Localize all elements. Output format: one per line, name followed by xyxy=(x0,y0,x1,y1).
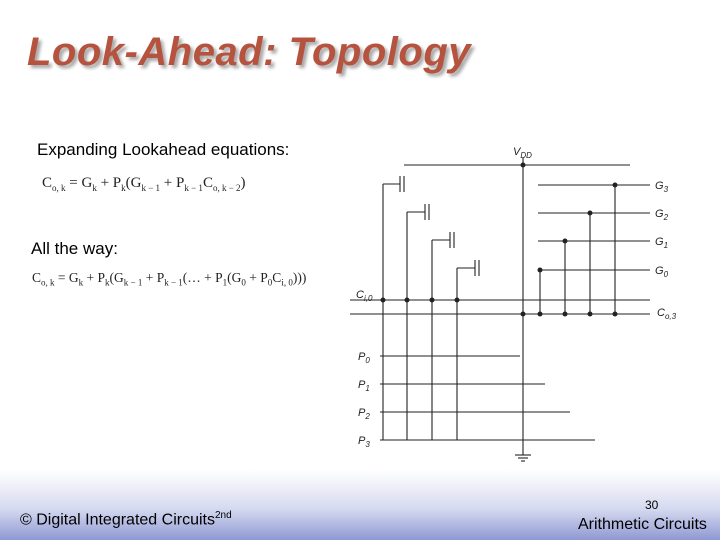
footer-copyright: © Digital Integrated Circuits2nd xyxy=(20,510,232,529)
g1-label: G1 xyxy=(655,236,668,250)
subtitle-all-the-way: All the way: xyxy=(31,239,118,258)
lookahead-circuit-schematic: VDD G3 G2 G1 G0 Ci,0 Co,3 P0 P1 P2 P3 xyxy=(350,146,677,462)
g3-label: G3 xyxy=(655,180,669,194)
p0-label: P0 xyxy=(358,351,370,365)
vdd-label: VDD xyxy=(513,146,532,160)
footer-section-title: Arithmetic Circuits xyxy=(578,516,707,533)
equation-lookahead: Co, k = Gk + Pk(Gk − 1 + Pk − 1Co, k − 2… xyxy=(42,175,246,193)
p1-label: P1 xyxy=(358,379,370,393)
equation-full-expansion: Co, k = Gk + Pk(Gk − 1 + Pk − 1(… + P1(G… xyxy=(32,270,307,288)
p3-label: P3 xyxy=(358,435,370,449)
subtitle-expanding: Expanding Lookahead equations: xyxy=(37,140,290,159)
slide-title: Look-Ahead: Topology xyxy=(27,30,472,74)
ci0-label: Ci,0 xyxy=(356,289,373,303)
p2-label: P2 xyxy=(358,407,370,421)
page-number: 30 xyxy=(645,498,659,512)
footer-gradient-bar xyxy=(0,470,720,540)
g0-label: G0 xyxy=(655,265,669,279)
co3-label: Co,3 xyxy=(657,307,677,321)
g2-label: G2 xyxy=(655,208,669,222)
